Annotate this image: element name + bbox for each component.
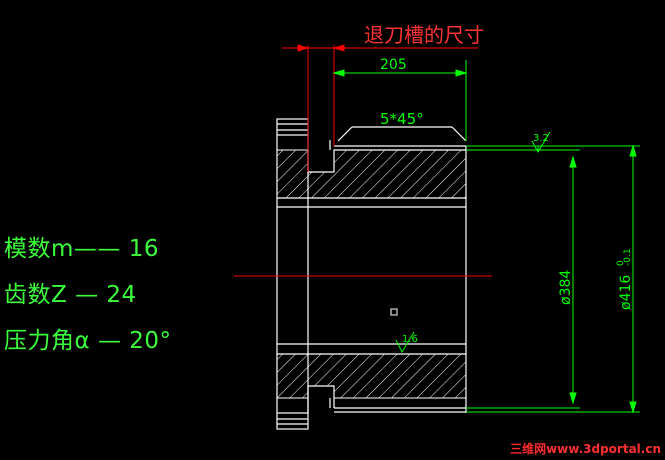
pressure-angle-parameter: 压力角α — 20° — [4, 328, 172, 354]
tolerance-lower: -0.1 — [623, 248, 633, 266]
center-marker[interactable] — [390, 308, 398, 316]
module-parameter: 模数m—— 16 — [4, 236, 159, 262]
dia-outer-label: ø416 — [618, 275, 634, 310]
dia-inner-label: ø384 — [558, 270, 574, 305]
roughness-bore-label: 1.6 — [402, 334, 418, 345]
roughness-top-label: 3.2 — [533, 133, 549, 144]
dim-length-label: 205 — [380, 57, 407, 73]
section-hatching — [276, 149, 467, 399]
groove-dimension — [282, 44, 478, 172]
gear-parameters: 模数m—— 16 齿数Z — 24 压力角α — 20° — [4, 226, 172, 364]
groove-title: 退刀槽的尺寸 — [364, 23, 484, 47]
chamfer-label: 5*45° — [380, 110, 424, 128]
site-watermark: 三维网www.3dportal.cn — [510, 440, 661, 457]
teeth-parameter: 齿数Z — 24 — [4, 282, 137, 308]
watermark-url: www.3dportal.cn — [546, 442, 661, 456]
watermark-site-name: 三维网 — [510, 442, 547, 456]
dimension-lines — [332, 60, 640, 414]
tolerance-upper: 0 — [616, 260, 626, 266]
